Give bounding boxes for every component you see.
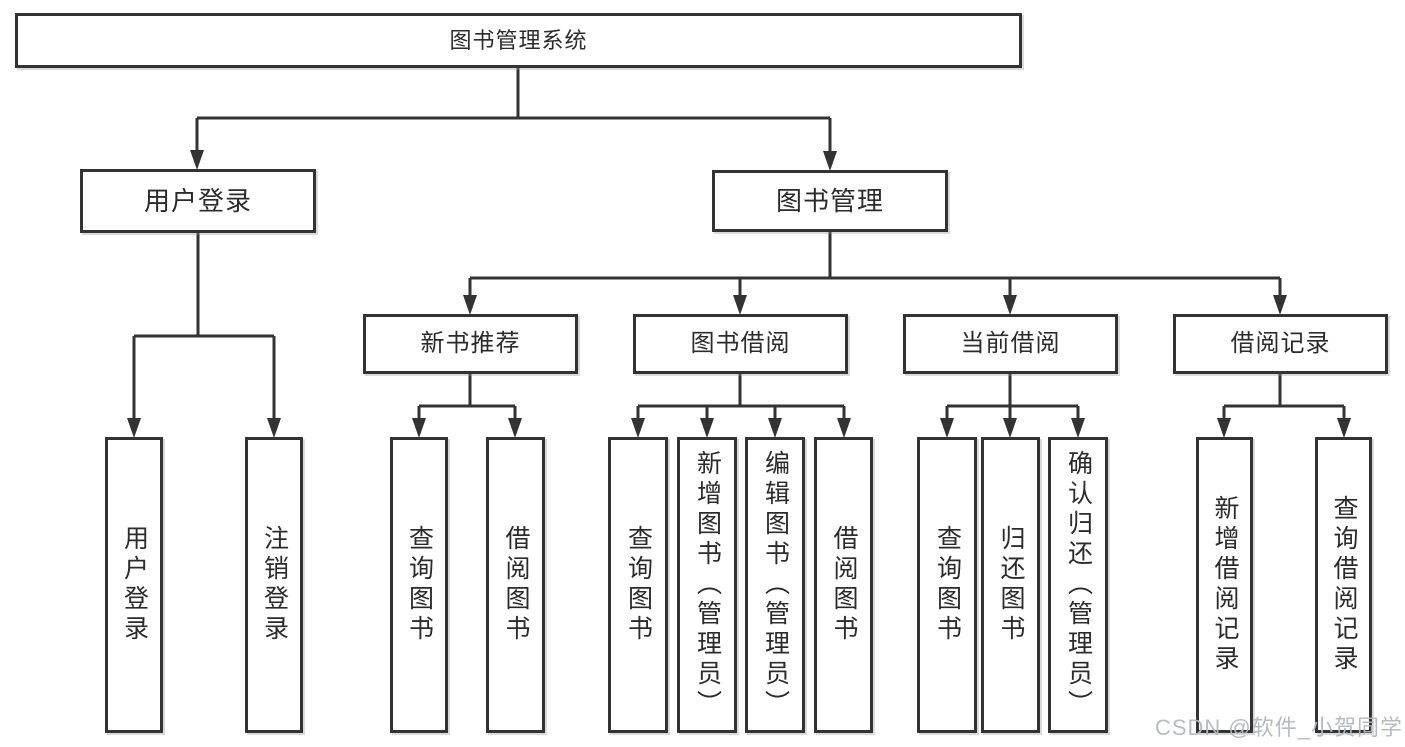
connector-from-root (195, 68, 832, 157)
arrowhead-icon (190, 150, 204, 170)
node-leaf-query-book-1: 查询图书 (390, 437, 448, 733)
node-leaf-query-record: 查询借阅记录 (1315, 437, 1372, 733)
node-current-borrow: 当前借阅 (903, 314, 1118, 374)
node-leaf-borrow-book-1: 借阅图书 (486, 437, 545, 733)
arrowhead-icon (1003, 418, 1017, 438)
node-label-leaf-user-login: 用户登录 (120, 525, 149, 645)
node-label-new-book-rec: 新书推荐 (420, 330, 521, 357)
node-label-leaf-logout: 注销登录 (260, 525, 289, 645)
node-label-book-mgmt: 图书管理 (775, 185, 884, 216)
node-label-leaf-confirm-return: 确认归还（管理员） (1064, 450, 1093, 720)
node-leaf-query-book-2: 查询图书 (608, 437, 668, 733)
arrowhead-icon (1273, 295, 1287, 315)
arrowhead-icon (463, 295, 477, 315)
node-leaf-user-login: 用户登录 (105, 437, 163, 733)
connector-from-book-borrow (636, 374, 846, 424)
node-label-leaf-add-book: 新增图书（管理员） (693, 450, 722, 720)
node-label-leaf-query-book-2: 查询图书 (624, 525, 653, 645)
node-leaf-edit-book: 编辑图书（管理员） (745, 437, 805, 733)
node-root: 图书管理系统 (15, 13, 1022, 68)
node-leaf-logout: 注销登录 (245, 437, 303, 733)
arrowhead-icon (1071, 418, 1085, 438)
node-user-login: 用户登录 (80, 169, 316, 233)
connector-from-new-book-rec (417, 374, 517, 424)
node-label-leaf-borrow-book-2: 借阅图书 (830, 525, 858, 645)
arrowhead-icon (768, 418, 782, 438)
node-label-current-borrow: 当前借阅 (960, 330, 1061, 357)
node-label-user-login: 用户登录 (143, 185, 252, 216)
node-label-leaf-query-book-1: 查询图书 (405, 525, 434, 645)
node-leaf-query-book-3: 查询图书 (917, 437, 977, 733)
watermark: CSDN @软件_小贺同学 (1154, 715, 1403, 740)
node-label-root: 图书管理系统 (449, 27, 588, 53)
node-borrow-records: 借阅记录 (1173, 314, 1388, 374)
node-leaf-add-record: 新增借阅记录 (1196, 437, 1253, 733)
node-label-leaf-add-record: 新增借阅记录 (1211, 495, 1239, 675)
connector-from-borrow-records (1222, 374, 1346, 424)
connector-from-user-login (132, 233, 276, 424)
node-label-leaf-return-book: 归还图书 (997, 525, 1025, 645)
arrowhead-icon (631, 418, 645, 438)
node-new-book-rec: 新书推荐 (363, 314, 578, 374)
arrowhead-icon (733, 295, 747, 315)
node-leaf-borrow-book-2: 借阅图书 (814, 437, 873, 733)
node-book-borrow: 图书借阅 (633, 314, 848, 374)
node-label-borrow-records: 借阅记录 (1230, 330, 1331, 357)
arrowhead-icon (1217, 418, 1231, 438)
arrowhead-icon (1337, 418, 1351, 438)
arrowhead-icon (1003, 295, 1017, 315)
node-label-leaf-borrow-book-1: 借阅图书 (502, 525, 530, 645)
connector-from-book-mgmt (468, 232, 1282, 301)
arrowhead-icon (127, 418, 141, 438)
arrowhead-icon (837, 418, 851, 438)
node-leaf-confirm-return: 确认归还（管理员） (1048, 437, 1108, 733)
node-leaf-return-book: 归还图书 (981, 437, 1040, 733)
arrowhead-icon (267, 418, 281, 438)
arrowhead-icon (412, 418, 426, 438)
arrowhead-icon (700, 418, 714, 438)
node-label-leaf-query-record: 查询借阅记录 (1330, 495, 1358, 675)
node-label-leaf-query-book-3: 查询图书 (933, 525, 962, 645)
node-book-mgmt: 图书管理 (712, 170, 948, 232)
arrowhead-icon (823, 151, 837, 171)
node-label-book-borrow: 图书借阅 (690, 330, 791, 357)
node-label-leaf-edit-book: 编辑图书（管理员） (761, 450, 790, 720)
arrowhead-icon (508, 418, 522, 438)
arrowhead-icon (940, 418, 954, 438)
node-leaf-add-book: 新增图书（管理员） (677, 437, 737, 733)
connector-from-current-borrow (945, 374, 1080, 424)
